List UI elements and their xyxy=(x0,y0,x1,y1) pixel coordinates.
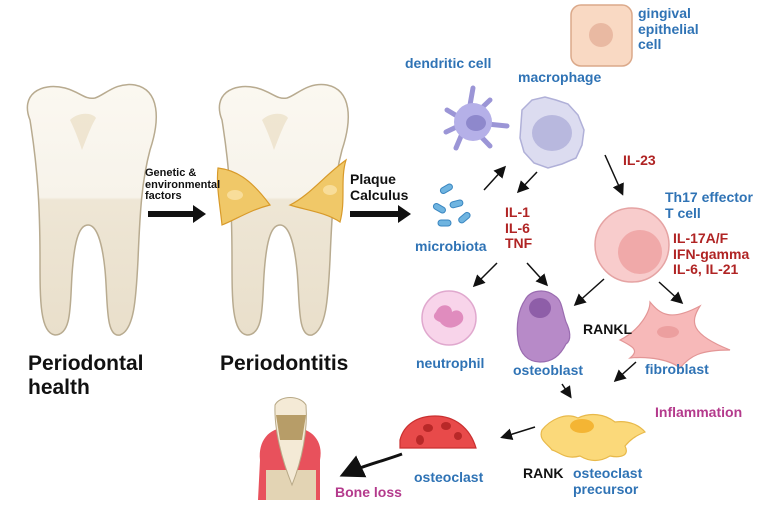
label-fibroblast: fibroblast xyxy=(645,361,709,377)
label-bone-loss: Bone loss xyxy=(335,484,402,500)
label-osteoclast: osteoclast xyxy=(414,469,484,485)
microbiota-icon xyxy=(432,183,471,227)
label-rankl: RANKL xyxy=(583,321,632,337)
label-gingival-epithelial-cell: gingival epithelial cell xyxy=(638,5,699,53)
periodontitis-tooth-icon xyxy=(216,83,349,336)
label-th17-t-cell: Th17 effector T cell xyxy=(665,189,753,221)
label-rank: RANK xyxy=(523,465,564,481)
macrophage-icon xyxy=(519,96,585,169)
label-genetic-environmental: Genetic & environmental factors xyxy=(145,167,221,203)
label-plaque-calculus: Plaque Calculus xyxy=(350,171,409,203)
label-macrophage-cytokines: IL-1 IL-6 TNF xyxy=(505,204,533,252)
neutrophil-icon xyxy=(421,290,477,346)
fibroblast-icon xyxy=(618,300,731,369)
bone-loss-tooth-icon xyxy=(258,397,321,500)
osteoblast-icon xyxy=(516,290,571,363)
label-il23: IL-23 xyxy=(623,152,656,168)
label-th17-cytokines: IL-17A/F IFN-gamma IL-6, IL-21 xyxy=(673,230,750,278)
label-inflammation: Inflammation xyxy=(655,404,743,420)
healthy-tooth-icon xyxy=(26,83,157,336)
label-dendritic-cell: dendritic cell xyxy=(405,55,492,71)
label-osteoclast-precursor: osteoclast precursor xyxy=(573,465,643,497)
gingival-epithelial-cell-icon xyxy=(570,4,633,67)
dendritic-cell-icon xyxy=(443,85,510,151)
osteoclast-icon xyxy=(399,415,477,449)
label-neutrophil: neutrophil xyxy=(416,355,485,371)
label-microbiota: microbiota xyxy=(415,238,487,254)
label-periodontitis: Periodontitis xyxy=(220,352,349,375)
osteoclast-precursor-icon xyxy=(540,413,646,462)
label-macrophage: macrophage xyxy=(518,69,602,85)
th17-t-cell-icon xyxy=(594,207,670,283)
label-osteoblast: osteoblast xyxy=(513,362,584,378)
label-periodontal-health: Periodontal health xyxy=(28,352,144,400)
